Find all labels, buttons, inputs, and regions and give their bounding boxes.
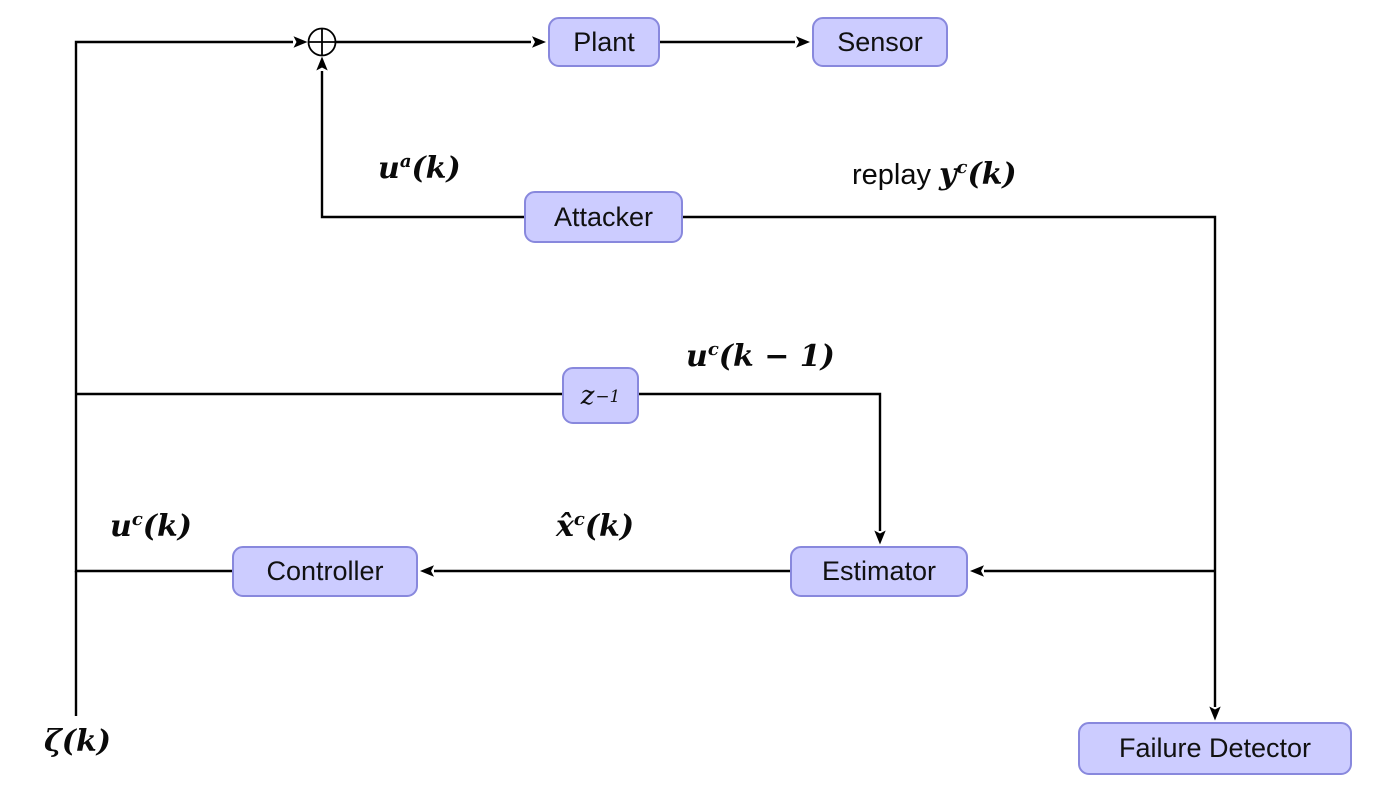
node-delay: z−1 [562,367,639,424]
node-estimator: Estimator [790,546,968,597]
label-u-prev-base: u [686,339,708,374]
node-failure-detector: Failure Detector [1078,722,1352,775]
arrowhead-into-estimator-top [874,530,886,545]
arrowhead-into-sum-left [293,36,308,48]
label-u-a-base: u [378,151,400,186]
label-u-a: ua(k) [378,151,461,186]
label-u-c: uc(k) [110,509,192,544]
node-delay-base: z [580,380,595,411]
arrowhead-into-failure-detector [1209,706,1221,721]
label-replay-rest: (k) [967,157,1017,192]
label-u-c-rest: (k) [142,509,192,544]
label-replay-base: y [939,157,957,192]
arrowhead-into-sum-bottom [316,56,328,71]
node-sensor-label: Sensor [837,26,923,57]
wire-attacker-to-detector [683,215,1217,707]
arrowhead-into-controller [420,565,434,577]
node-plant: Plant [548,17,660,67]
arrowhead-into-estimator-right [970,565,984,577]
arrowhead-into-sensor [796,36,810,48]
label-x-hat-base: x̂ [556,509,574,544]
label-zeta-rest: (k) [61,724,111,759]
node-controller-label: Controller [266,556,384,586]
label-replay: replay yc(k) [852,157,1017,192]
wire-feedback-to-sum [74,40,293,573]
label-replay-prefix: replay [852,159,940,191]
wire-delay-to-estimator [76,392,882,531]
node-estimator-label: Estimator [821,556,937,586]
label-zeta-base: ζ [44,724,62,759]
label-u-prev-rest: (k − 1) [718,339,835,374]
label-replay-sup: c [956,157,968,178]
label-u-a-sup: a [399,151,412,172]
node-plant-label: Plant [573,26,635,57]
label-u-prev-sup: c [707,339,719,360]
label-x-hat: x̂c(k) [556,509,634,544]
arrowheads [293,36,1221,721]
node-attacker-label: Attacker [553,201,654,232]
node-sensor: Sensor [812,17,948,67]
node-attacker: Attacker [524,191,683,243]
label-u-c-sup: c [131,509,143,530]
wire-attacker-to-sum [320,71,524,219]
wire-lines [74,40,1217,716]
label-u-a-rest: (k) [411,151,461,186]
node-controller: Controller [232,546,418,597]
sum-plus-icon [308,28,336,56]
label-u-c-base: u [110,509,132,544]
label-zeta: ζ(k) [44,724,111,759]
label-x-hat-rest: (k) [584,509,635,544]
sum-node [307,27,337,57]
label-x-hat-sup: c [573,509,585,530]
arrowhead-into-plant [532,36,546,48]
label-u-prev: uc(k − 1) [686,339,835,374]
node-failure-detector-label: Failure Detector [1118,733,1312,763]
